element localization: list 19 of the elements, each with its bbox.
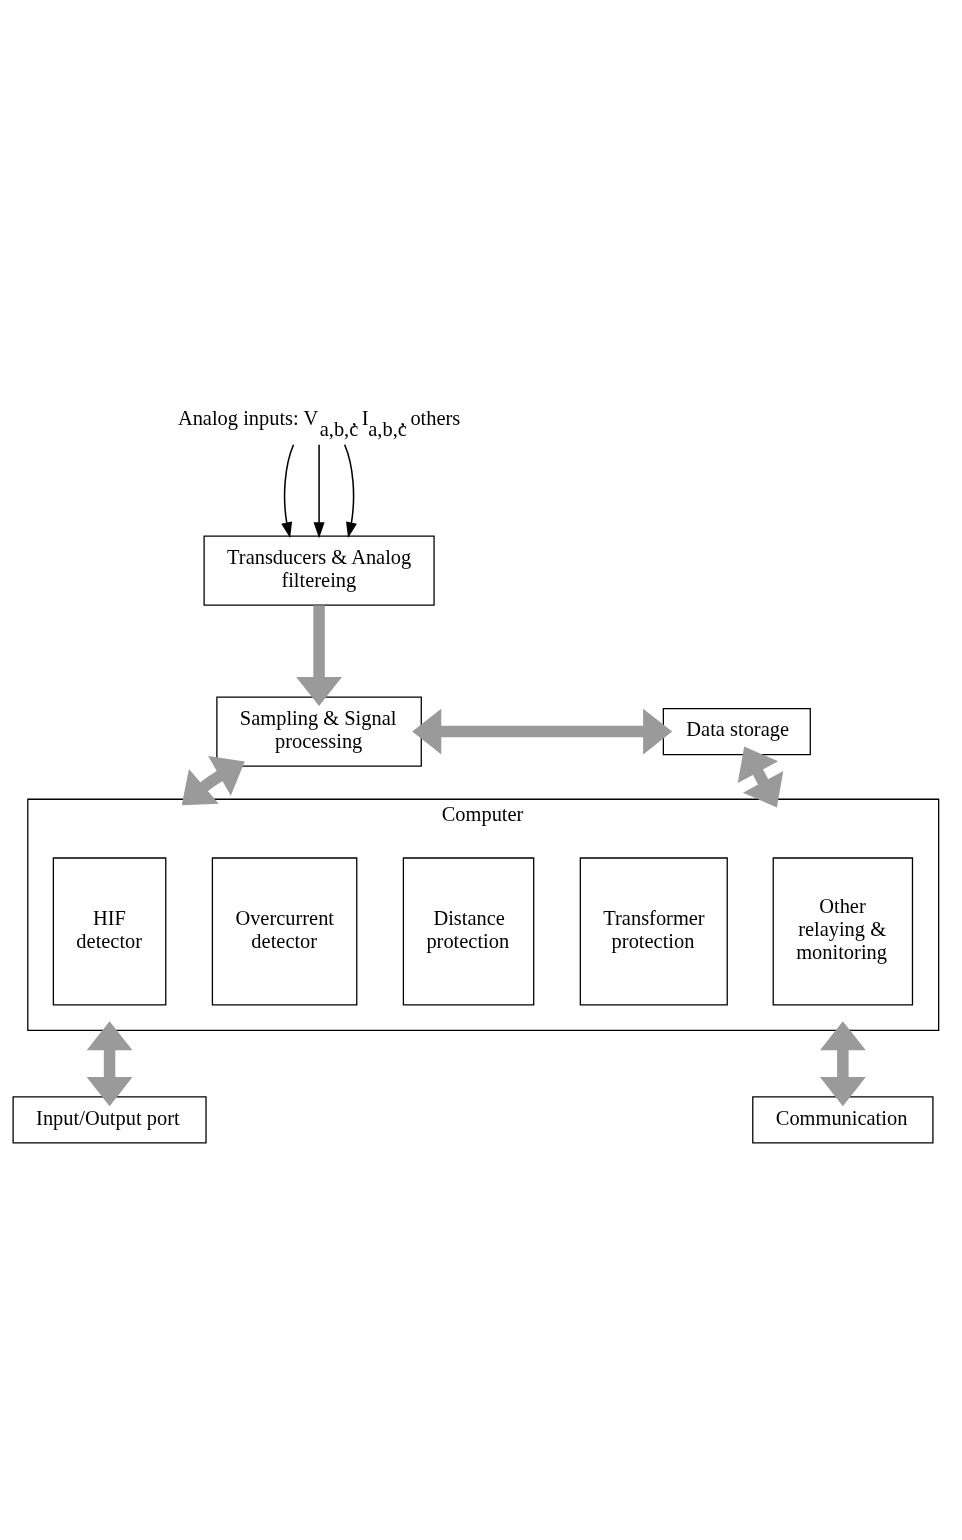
arrow	[296, 604, 342, 706]
node-box: Transducers & Analog filtereing	[203, 534, 435, 606]
arrow	[737, 746, 784, 807]
arrow	[412, 708, 673, 754]
arrow	[313, 443, 325, 538]
node-box: Other relaying & monitoring	[772, 856, 914, 1006]
node-box: Input/Output port	[12, 1095, 207, 1144]
arrow	[343, 443, 357, 538]
node-box: Transformer protection	[579, 856, 728, 1006]
arrow	[281, 443, 295, 538]
arrow	[819, 1020, 866, 1106]
node-box: Sampling & Signal processing	[216, 695, 422, 767]
arrow	[181, 755, 245, 805]
node-box: Overcurrent detector	[211, 856, 358, 1006]
arrow	[86, 1020, 133, 1106]
node-box: HIF detector	[52, 856, 167, 1006]
node-box: Communication	[752, 1095, 934, 1144]
node-box: Data storage	[662, 707, 811, 755]
node-box: Distance protection	[402, 856, 535, 1006]
